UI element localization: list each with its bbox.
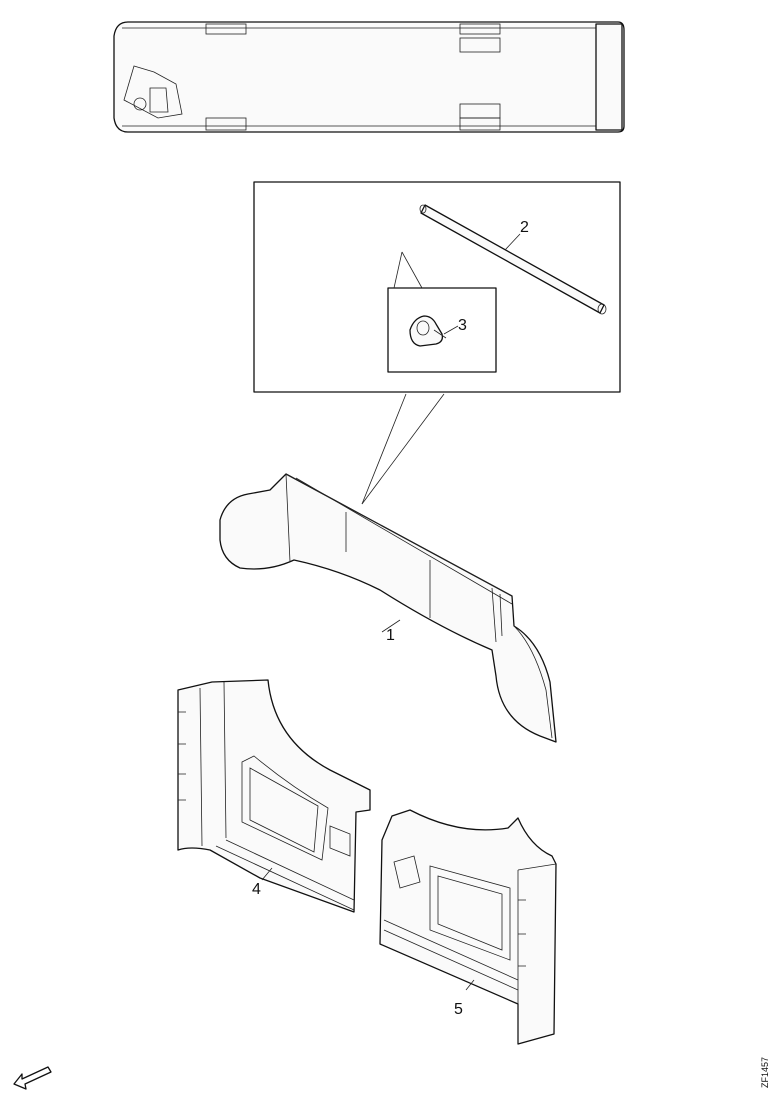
bus-door-front-right bbox=[205, 117, 247, 131]
bus-wheel-arch-left bbox=[459, 37, 501, 53]
callout-5: 5 bbox=[454, 1001, 463, 1018]
callout-1: 1 bbox=[386, 627, 395, 644]
panel-5-vent bbox=[393, 855, 421, 889]
bus-door-rear-left bbox=[459, 23, 501, 35]
bus-overview bbox=[113, 21, 625, 133]
panel-5-window bbox=[429, 865, 511, 961]
clip-part bbox=[409, 315, 447, 347]
detail-box bbox=[253, 181, 621, 393]
arrow-forward-icon bbox=[13, 1066, 52, 1090]
bus-door-rear-right bbox=[459, 117, 501, 131]
rod-part bbox=[419, 204, 607, 315]
clip-inset-box bbox=[387, 287, 497, 373]
callout-3: 3 bbox=[458, 317, 467, 334]
panel-4-window bbox=[241, 755, 329, 861]
bus-rear-section bbox=[595, 23, 623, 131]
wheel-arch-panel-1 bbox=[219, 473, 557, 743]
callout-2: 2 bbox=[520, 219, 529, 236]
bus-driver-area bbox=[123, 65, 183, 119]
lower-panel-5 bbox=[379, 809, 557, 1045]
callout-4: 4 bbox=[252, 881, 261, 898]
reference-code: ZF1457 bbox=[760, 1057, 770, 1088]
lower-panel-4 bbox=[177, 679, 371, 913]
bus-door-front-left bbox=[205, 23, 247, 35]
